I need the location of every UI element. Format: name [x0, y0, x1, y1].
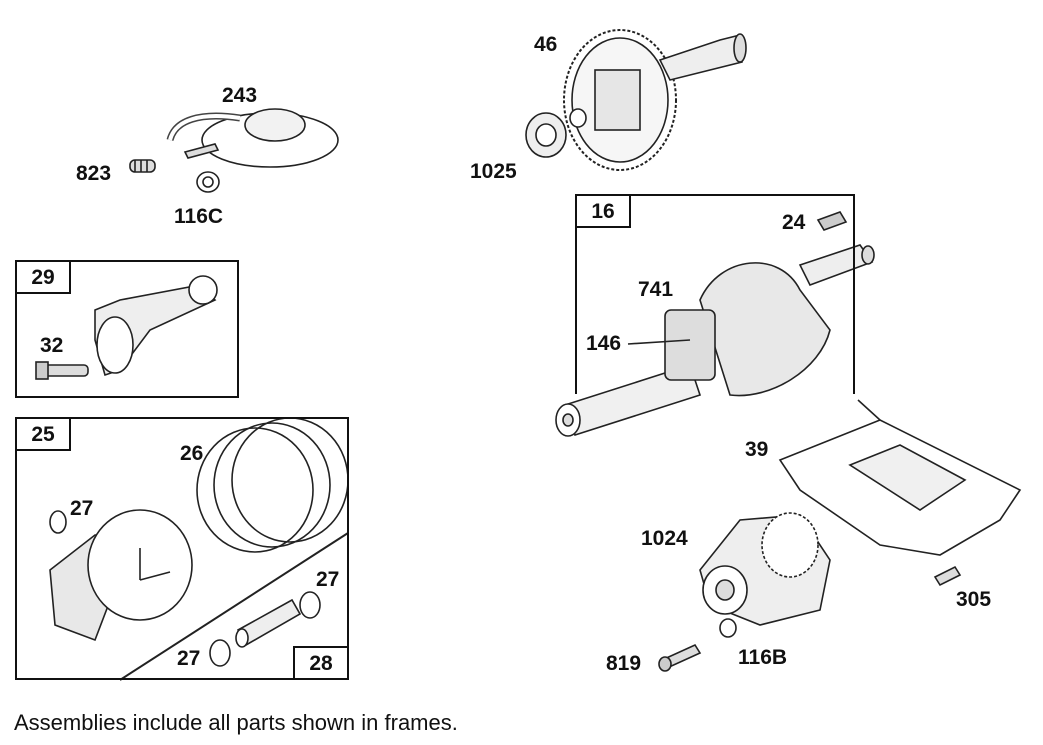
- gear-assembly-1024: [699, 512, 831, 626]
- washer-116c: [196, 171, 220, 193]
- breather-cover-243: [166, 108, 339, 168]
- label-1024: 1024: [641, 527, 688, 550]
- baffle-39: [778, 399, 1022, 556]
- label-823: 823: [76, 162, 112, 185]
- label-26: 26: [180, 442, 204, 465]
- label-243: 243: [222, 84, 258, 107]
- rod-bolt-32: [35, 361, 89, 380]
- frame-16: [575, 194, 855, 394]
- frame-28-tag: 28: [293, 646, 349, 680]
- leader-146: [627, 339, 691, 345]
- label-27-bottom: 27: [177, 647, 201, 670]
- retaining-ring-27: [49, 510, 321, 667]
- bolt-819: [658, 643, 702, 672]
- label-819: 819: [606, 652, 642, 675]
- label-39: 39: [745, 438, 769, 461]
- key-24: [816, 211, 848, 231]
- part-1025: [525, 108, 587, 158]
- washer-116b: [719, 618, 737, 638]
- label-305: 305: [956, 588, 992, 611]
- piston: [49, 509, 193, 642]
- connecting-rod: [94, 275, 218, 377]
- label-146: 146: [586, 332, 622, 355]
- screw-823: [129, 159, 156, 173]
- label-741: 741: [638, 278, 674, 301]
- label-27-right: 27: [316, 568, 340, 591]
- camshaft-gear-46: [563, 29, 747, 171]
- frame-29: [15, 260, 239, 398]
- label-46: 46: [534, 33, 558, 56]
- label-27-left: 27: [70, 497, 94, 520]
- bolt-305: [933, 565, 962, 587]
- label-1025: 1025: [470, 160, 517, 183]
- frame-25-tag: 25: [15, 417, 71, 451]
- label-116c: 116C: [174, 205, 224, 228]
- frame-29-tag: 29: [15, 260, 71, 294]
- label-24: 24: [782, 211, 806, 234]
- label-32: 32: [40, 334, 64, 357]
- frame-16-tag: 16: [575, 194, 631, 228]
- frame-25-divider: [119, 532, 349, 681]
- frame-25: [15, 417, 349, 680]
- piston-pin: [235, 598, 302, 648]
- footer-note: Assemblies include all parts shown in fr…: [14, 710, 458, 735]
- label-116b: 116B: [738, 646, 788, 669]
